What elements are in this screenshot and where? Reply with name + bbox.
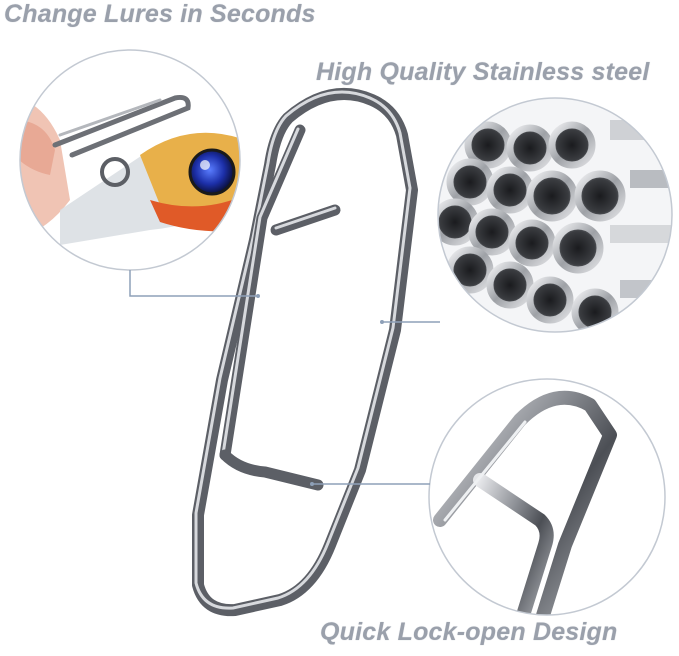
clip-inner-wire [219, 124, 306, 461]
caption-quick-lock: Quick Lock-open Design [320, 618, 618, 646]
caption-change-lures: Change Lures in Seconds [4, 0, 316, 28]
clip-latch [270, 204, 341, 236]
clip-lock-hook [219, 449, 324, 491]
steel-tubes [438, 120, 672, 332]
tubes-circle-border [437, 97, 673, 333]
tubes-detail-circle [437, 97, 673, 333]
lure-detail-circle [19, 49, 241, 271]
lock-circle-border [428, 378, 666, 616]
lure-snap-clip [192, 88, 418, 617]
lock-detail-circle [428, 378, 666, 616]
caption-stainless-steel: High Quality Stainless steel [316, 58, 650, 86]
leader-lines [129, 270, 440, 486]
leader-line-lure [129, 270, 258, 297]
